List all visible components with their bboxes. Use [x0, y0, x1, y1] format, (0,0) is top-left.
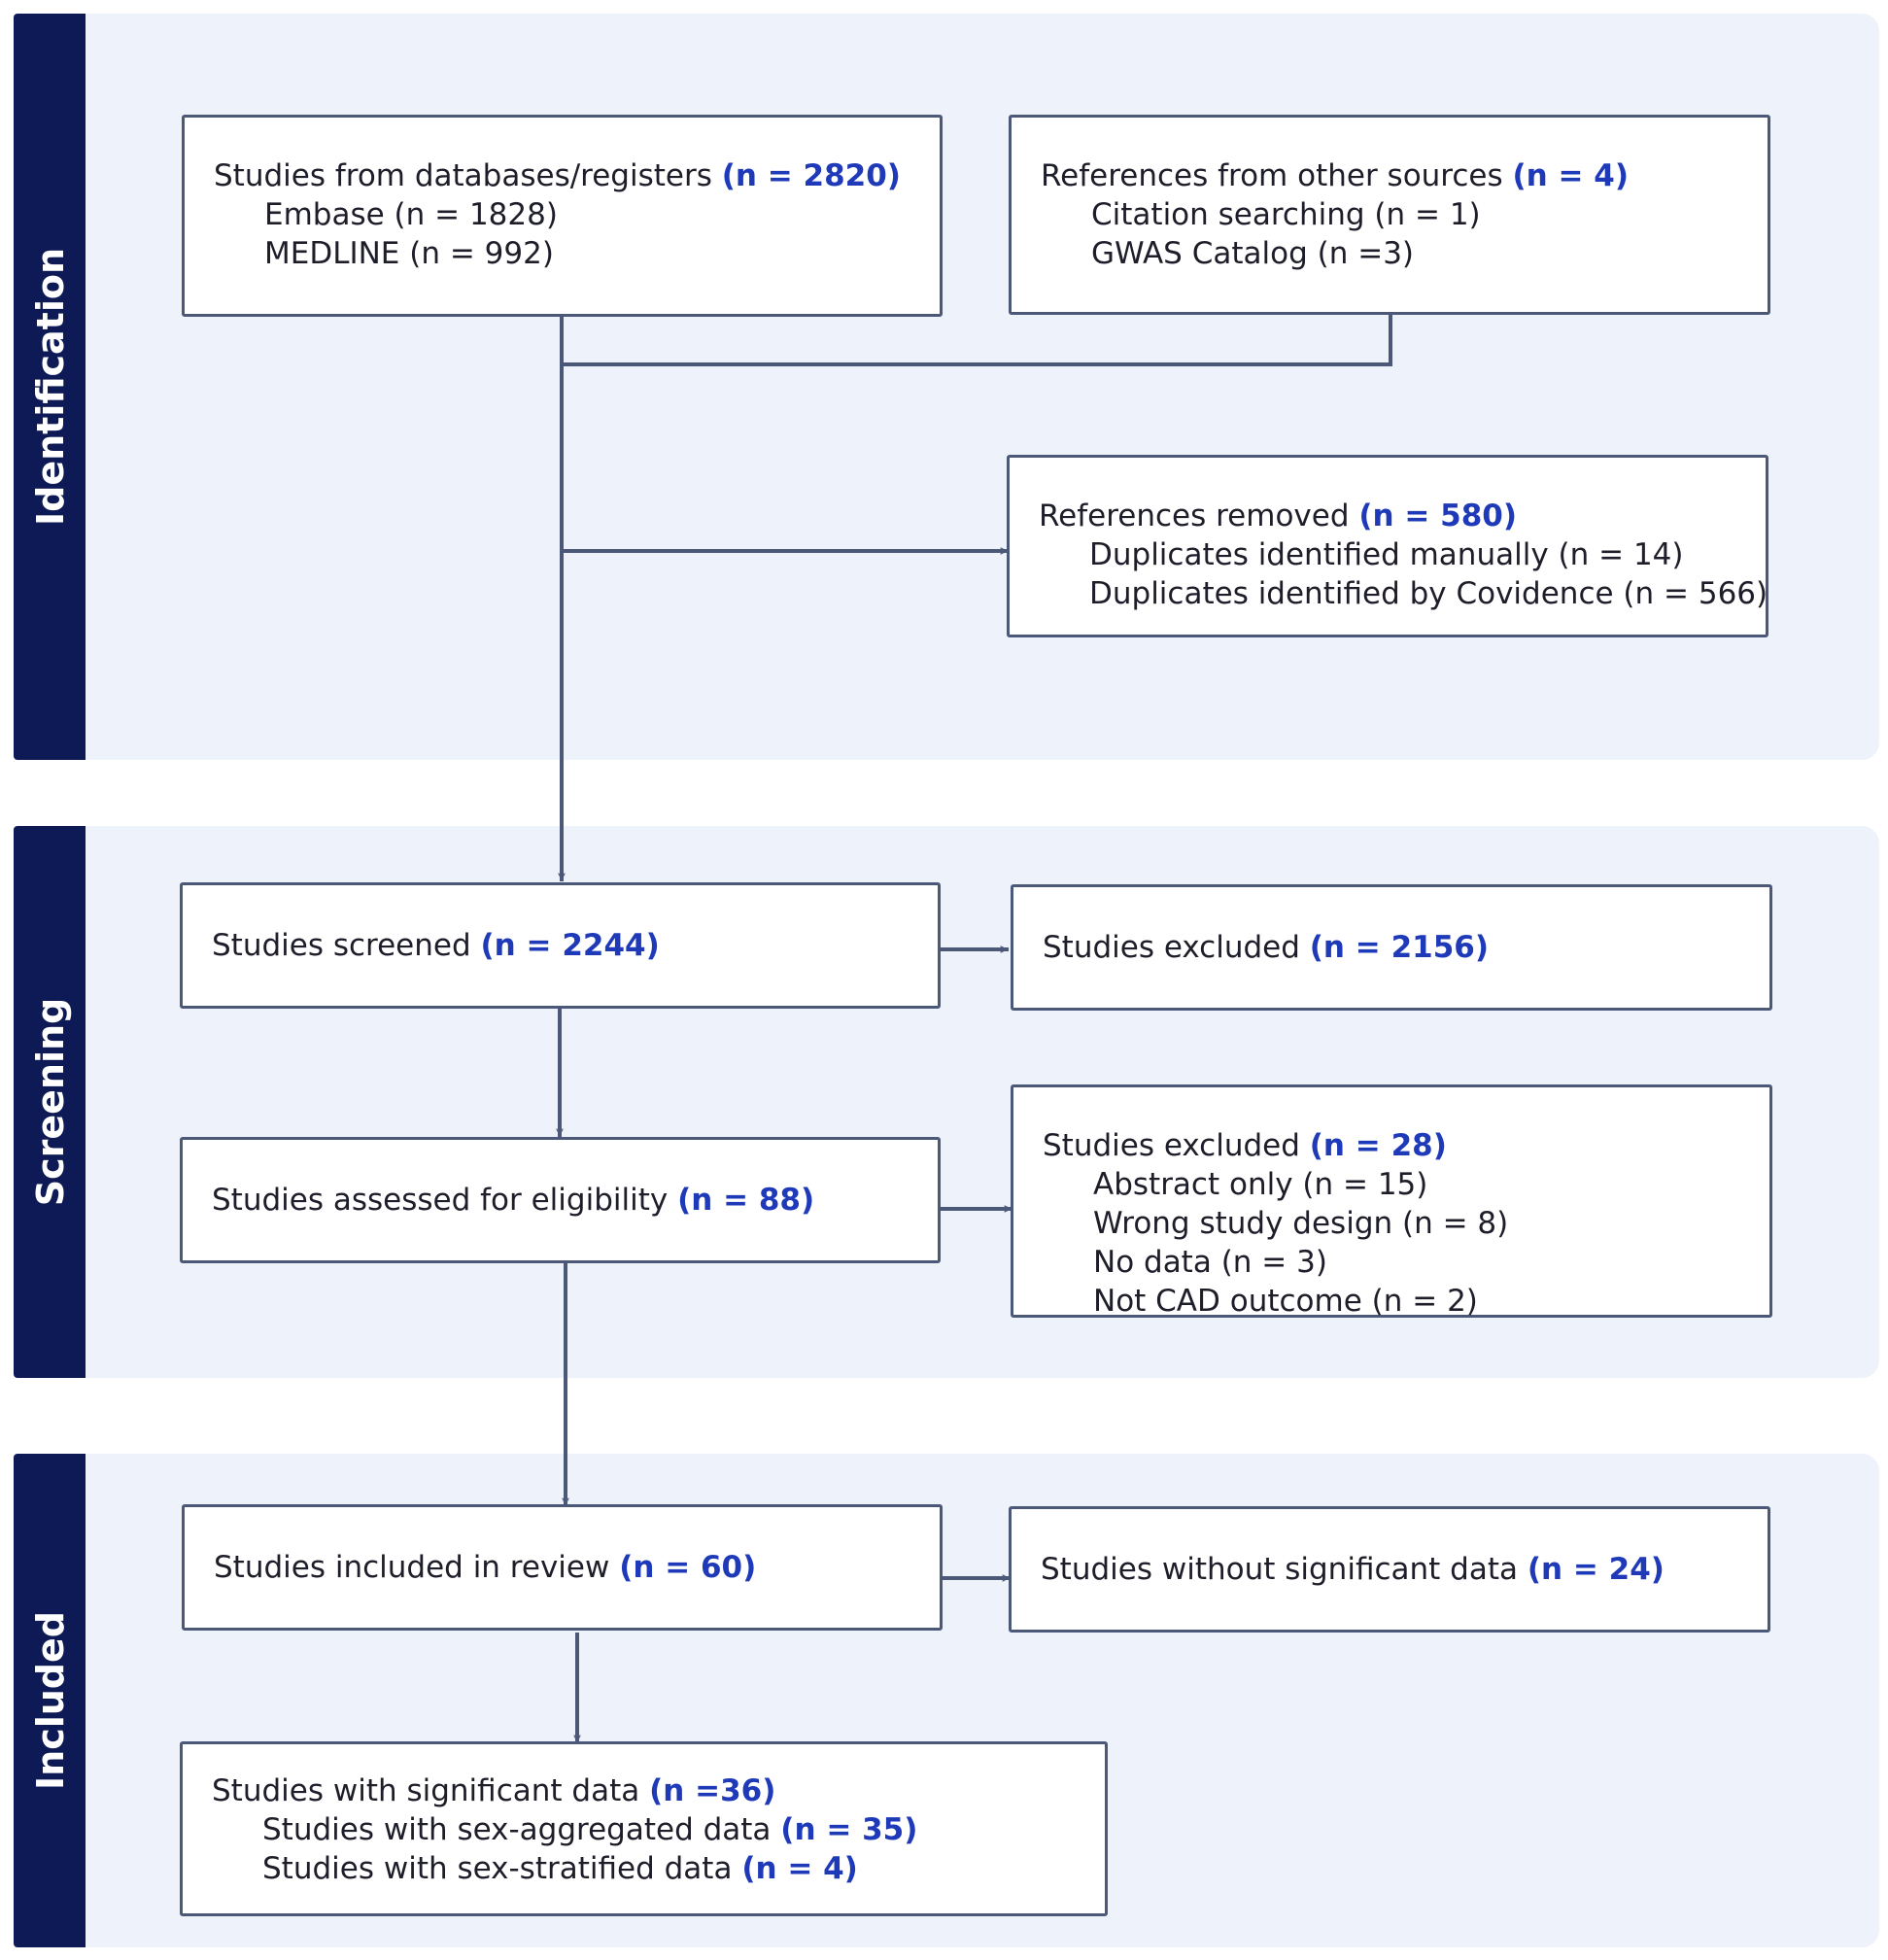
- screened-box: Studies screened (n = 2244): [180, 882, 941, 1009]
- removed-item-manual: Duplicates identified manually (n = 14): [1089, 537, 1684, 572]
- databases-count: (n = 2820): [721, 158, 901, 193]
- other-sources-item-citation: Citation searching (n = 1): [1091, 197, 1481, 232]
- aggregated-count: (n = 35): [780, 1812, 918, 1847]
- excluded-full-title: Studies excluded (n = 28): [1043, 1128, 1447, 1163]
- removed-count: (n = 580): [1358, 499, 1518, 533]
- other-sources-count: (n = 4): [1512, 158, 1630, 193]
- eligibility-count: (n = 88): [677, 1183, 815, 1218]
- removed-item-covidence: Duplicates identified by Covidence (n = …: [1089, 576, 1768, 611]
- with-significant-box: Studies with significant data (n =36) St…: [180, 1741, 1108, 1916]
- screened-count: (n = 2244): [480, 928, 660, 963]
- excluded-item-outcome: Not CAD outcome (n = 2): [1093, 1284, 1478, 1319]
- identification-tab: [14, 14, 86, 760]
- without-significant-title: Studies without significant data (n = 24…: [1041, 1552, 1665, 1587]
- with-significant-count: (n =36): [649, 1773, 776, 1808]
- removed-title: References removed (n = 580): [1039, 499, 1518, 533]
- included-tab: [14, 1454, 86, 1947]
- connector-other-sources-merge: [560, 315, 1392, 366]
- included-review-title: Studies included in review (n = 60): [214, 1550, 757, 1585]
- excluded-item-design: Wrong study design (n = 8): [1093, 1206, 1509, 1241]
- without-significant-box: Studies without significant data (n = 24…: [1009, 1506, 1770, 1633]
- excluded-screen-count: (n = 2156): [1309, 930, 1490, 965]
- screened-title: Studies screened (n = 2244): [212, 928, 660, 963]
- databases-item-embase: Embase (n = 1828): [264, 197, 558, 232]
- stratified-count: (n = 4): [741, 1851, 858, 1886]
- databases-title: Studies from databases/registers (n = 28…: [214, 158, 901, 193]
- excluded-screen-title: Studies excluded (n = 2156): [1043, 930, 1490, 965]
- excluded-item-abstract: Abstract only (n = 15): [1093, 1167, 1428, 1202]
- references-removed-box: References removed (n = 580) Duplicates …: [1007, 455, 1768, 637]
- excluded-screen-box: Studies excluded (n = 2156): [1011, 884, 1772, 1011]
- other-sources-item-gwas: GWAS Catalog (n =3): [1091, 236, 1415, 271]
- without-significant-count: (n = 24): [1527, 1552, 1665, 1587]
- with-significant-item-aggregated: Studies with sex-aggregated data (n = 35…: [262, 1812, 918, 1847]
- with-significant-title: Studies with significant data (n =36): [212, 1773, 776, 1808]
- screening-tab: [14, 826, 86, 1378]
- included-review-count: (n = 60): [619, 1550, 757, 1585]
- eligibility-box: Studies assessed for eligibility (n = 88…: [180, 1137, 941, 1263]
- databases-item-medline: MEDLINE (n = 992): [264, 236, 554, 271]
- eligibility-title: Studies assessed for eligibility (n = 88…: [212, 1183, 815, 1218]
- databases-box: Studies from databases/registers (n = 28…: [182, 115, 943, 317]
- other-sources-box: References from other sources (n = 4) Ci…: [1009, 115, 1770, 315]
- excluded-item-nodata: No data (n = 3): [1093, 1245, 1327, 1280]
- excluded-full-text-box: Studies excluded (n = 28) Abstract only …: [1011, 1084, 1772, 1319]
- excluded-full-count: (n = 28): [1309, 1128, 1447, 1163]
- with-significant-item-stratified: Studies with sex-stratified data (n = 4): [262, 1851, 858, 1886]
- other-sources-title: References from other sources (n = 4): [1041, 158, 1630, 193]
- included-review-box: Studies included in review (n = 60): [182, 1504, 943, 1631]
